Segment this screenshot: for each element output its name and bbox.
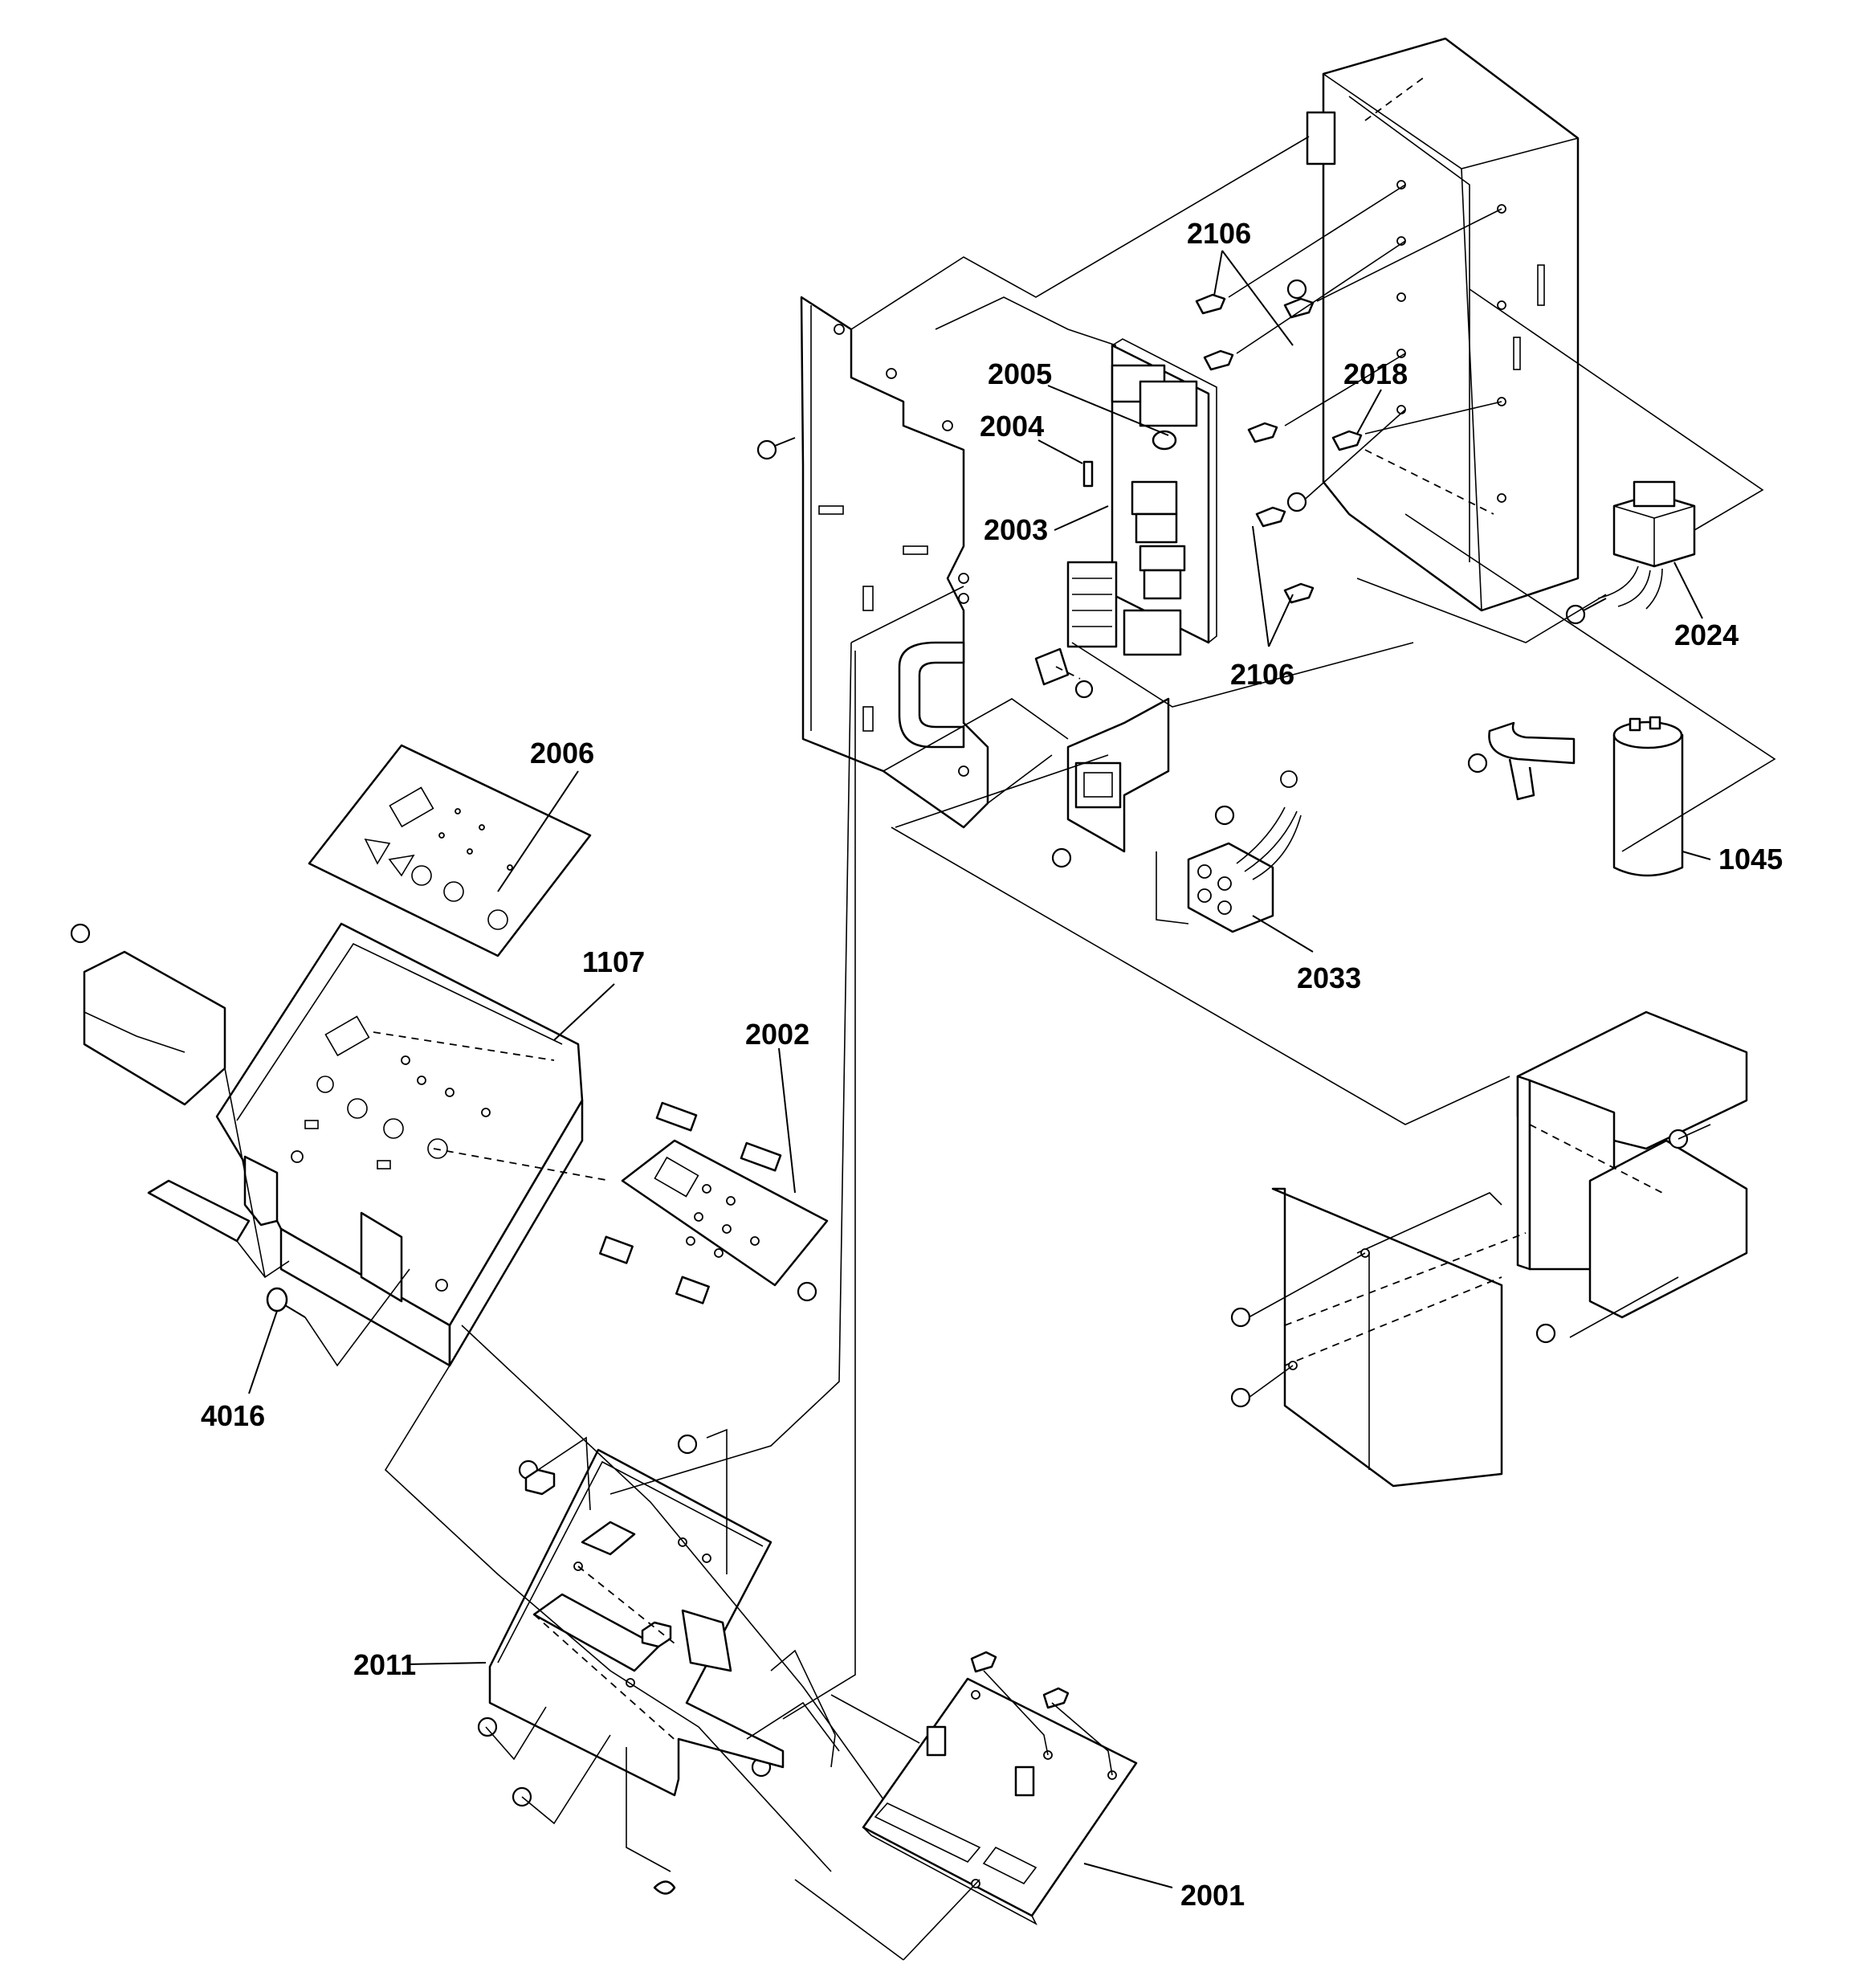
- wire-tie-icon: [653, 1880, 676, 1895]
- callout-2024: 2024: [1674, 618, 1739, 651]
- screw-icon: [1535, 1323, 1556, 1344]
- screw-icon: [1467, 753, 1488, 774]
- control-panel-housing: [215, 922, 611, 1367]
- callout-2011: 2011: [353, 1648, 416, 1681]
- control-box-frame: [800, 296, 989, 829]
- screw-icon: [1230, 1387, 1251, 1408]
- callout-2106-upper: 2106: [1187, 217, 1251, 250]
- callout-2033: 2033: [1297, 961, 1361, 994]
- clip-icon: [970, 1651, 997, 1673]
- main-control-board: [862, 1651, 1138, 1925]
- screw-icon: [1565, 598, 1607, 625]
- mounting-bracket: [488, 1448, 785, 1797]
- snap-bushing-icon: [266, 1287, 306, 1318]
- callout-2001: 2001: [1180, 1879, 1245, 1912]
- callout-2018: 2018: [1343, 357, 1408, 390]
- capacitor: [1488, 716, 1684, 877]
- leader-lines: [248, 250, 1711, 1888]
- display-board: [599, 1101, 829, 1304]
- clip-fasteners: [1195, 184, 1502, 604]
- screw-icon: [1074, 680, 1094, 699]
- callout-2003: 2003: [984, 513, 1048, 546]
- screw-icon: [797, 1281, 817, 1302]
- screw-icon: [1051, 847, 1072, 868]
- clip-icon: [1042, 1687, 1070, 1709]
- left-bracket: [83, 950, 251, 1243]
- clip-icon: [1247, 422, 1278, 443]
- callout-2005: 2005: [988, 357, 1052, 390]
- callout-2006: 2006: [530, 737, 594, 769]
- clip-icon: [1195, 293, 1226, 315]
- callout-2004: 2004: [980, 410, 1044, 443]
- screw-icon: [70, 923, 91, 944]
- callout-2106-lower: 2106: [1230, 658, 1294, 691]
- screw-icon: [1214, 805, 1235, 826]
- screw-icon: [756, 437, 796, 460]
- keypad-overlay: [308, 744, 592, 957]
- clip-icon: [1203, 349, 1234, 371]
- callout-1107: 1107: [582, 945, 645, 978]
- callout-labels: 2106 2005 2018 2004 2003 2024 2106 2006 …: [201, 217, 1783, 1912]
- screw-icon: [1286, 279, 1307, 300]
- callout-1045: 1045: [1718, 843, 1783, 876]
- terminal-block: [1066, 697, 1302, 933]
- screw-icon: [1286, 492, 1307, 512]
- screw-icon: [477, 1717, 498, 1737]
- transformer: [1597, 480, 1696, 610]
- outer-cabinet: [1306, 37, 1580, 612]
- clip-icon: [1283, 582, 1315, 604]
- side-panel-assembly: [1271, 1010, 1748, 1488]
- screws: [70, 279, 1689, 1807]
- clip-icon: [1331, 430, 1363, 451]
- callout-4016: 4016: [201, 1399, 265, 1432]
- assembly-lines: [224, 136, 1776, 1961]
- screw-icon: [677, 1434, 698, 1455]
- clip-icon: [1283, 297, 1315, 319]
- relay-board: [1034, 338, 1217, 686]
- callout-2002: 2002: [745, 1018, 809, 1051]
- small-parts: [266, 1287, 676, 1895]
- screw-icon: [1230, 1307, 1251, 1328]
- clip-icon: [1255, 506, 1286, 528]
